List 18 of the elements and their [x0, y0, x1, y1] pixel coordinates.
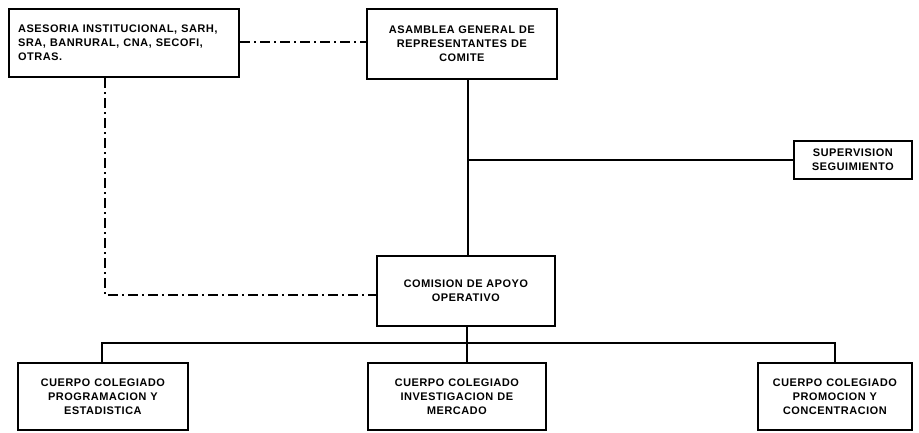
box-text: ASESORIA INSTITUCIONAL, SARH, SRA, BANRURAL, CNA, SECOFI, OTRAS. [18, 22, 219, 64]
dashed-connector [240, 41, 366, 43]
dashed-connector [104, 78, 376, 296]
org-box [757, 362, 913, 431]
box-text: CUERPO COLEGIADO INVESTIGACION DE MERCADO [394, 376, 520, 418]
connector-line [466, 327, 836, 362]
org-box [366, 8, 558, 80]
box-text: SUPERVISION SEGUIMIENTO [810, 146, 896, 174]
box-text: COMISION DE APOYO OPERATIVO [402, 277, 530, 305]
org-box [8, 8, 240, 78]
org-box [376, 255, 556, 327]
org-box [17, 362, 189, 431]
box-text: ASAMBLEA GENERAL DE REPRESENTANTES DE COMITE [388, 23, 536, 65]
connector-line [467, 80, 793, 161]
org-box [793, 140, 913, 180]
box-text: CUERPO COLEGIADO PROGRAMACION Y ESTADISTICA [40, 376, 166, 418]
box-text: CUERPO COLEGIADO PROMOCION Y CONCENTRACION [772, 376, 898, 418]
org-box [367, 362, 547, 431]
